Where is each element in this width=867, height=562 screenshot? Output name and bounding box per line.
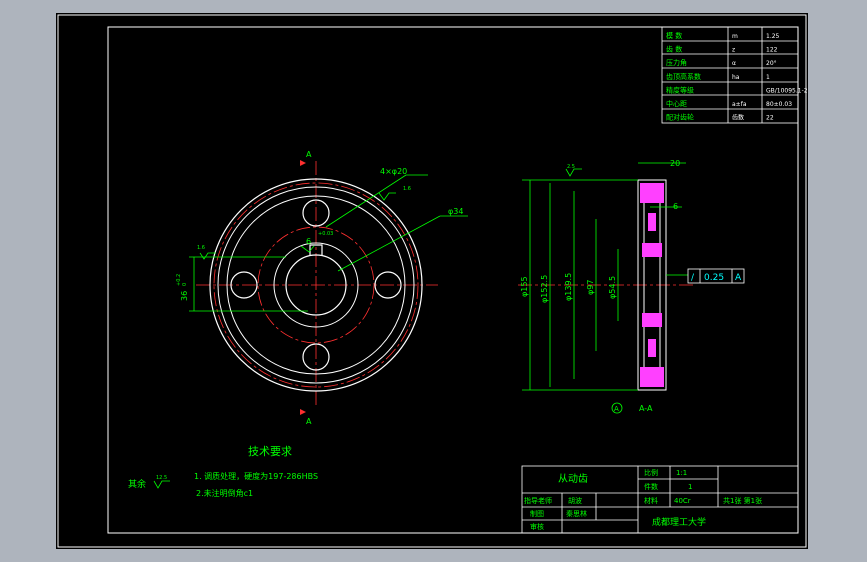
school-name: 成都理工大学	[652, 516, 706, 528]
roughness-front-left: 1.6	[197, 245, 205, 251]
section-mark-bottom: A	[306, 417, 312, 426]
section-arrow-top	[300, 160, 306, 166]
gear-rim-outline	[637, 179, 667, 391]
note-item-2: 2.未注明倒角c1	[196, 488, 253, 498]
note-item-1: 1. 调质处理，硬度为197-286HBS	[194, 471, 318, 481]
instructor-label: 指导老师	[524, 496, 552, 505]
runout-value: 0.25	[704, 273, 724, 283]
hub-tolerance-upper: +0.2	[176, 274, 182, 286]
dim-web: 6	[673, 202, 678, 211]
roughness-front-top: 1.6	[403, 186, 411, 192]
param-symbol-4: ha	[732, 74, 740, 81]
param-value-6: 80±0.03	[766, 101, 792, 108]
dim-outer-diameter: φ155	[520, 276, 529, 297]
gear-outer-circle	[209, 178, 423, 392]
hub-dimension: 36	[180, 291, 189, 301]
param-symbol-7: 齿数	[732, 114, 744, 122]
rest-roughness-value: 12.5	[156, 475, 167, 481]
drawer-label: 制图	[530, 509, 544, 518]
roughness-side: 2.5	[567, 164, 575, 170]
front-view: 4×φ20 φ34 6 +0.03 36 +0.2 0 1.6 1.6 A A	[176, 150, 468, 426]
material-value: 40Cr	[674, 497, 691, 505]
param-label-3: 压力角	[666, 58, 687, 67]
lightening-hole-right	[374, 271, 402, 299]
dim-root-diameter: φ139.5	[564, 273, 573, 301]
parameter-rows: 模 数 m 1.25 齿 数 z 122 压力角 α 20° 齿顶高系数 ha 1 精度等级 GB/100…	[666, 31, 808, 122]
drawer-name: 秦思林	[566, 509, 587, 518]
param-label-2: 齿 数	[666, 45, 682, 54]
rim-inner-circle	[226, 195, 406, 375]
scale-value: 1:1	[676, 469, 687, 477]
technical-notes: 技术要求 1. 调质处理，硬度为197-286HBS 2.未注明倒角c1 其余 …	[128, 445, 318, 498]
param-value-7: 22	[766, 115, 774, 122]
lightening-hole-top	[302, 199, 330, 227]
param-symbol-1: m	[732, 33, 738, 40]
section-arrow-bottom	[300, 409, 306, 415]
param-symbol-6: a±fa	[732, 101, 747, 108]
dim-pitch-diameter: φ152.5	[540, 275, 549, 303]
lightening-hole-bottom	[302, 343, 330, 371]
param-label-1: 模 数	[666, 31, 682, 40]
notes-title: 技术要求	[248, 445, 292, 458]
dim-width: 20	[670, 159, 680, 168]
param-value-5: GB/10095.1-2	[766, 87, 808, 94]
section-mark-top: A	[306, 150, 312, 159]
param-value-2: 122	[766, 47, 778, 54]
hub-tolerance-lower: 0	[182, 283, 188, 286]
param-value-1: 1.25	[766, 33, 780, 40]
param-symbol-3: α	[732, 60, 736, 67]
param-label-7: 配对齿轮	[666, 113, 694, 122]
title-block-text: 从动齿 比例 1:1 件数 1 材料 40Cr 共1张 第1张 指导老师 胡波 …	[524, 468, 762, 531]
title-block	[521, 465, 799, 534]
runout-datum: A	[735, 273, 742, 283]
param-value-3: 20°	[766, 60, 777, 67]
param-symbol-2: z	[732, 47, 735, 54]
material-label: 材料	[644, 496, 658, 505]
param-label-6: 中心距	[666, 99, 687, 108]
pitch-circle	[213, 182, 419, 388]
quantity-value: 1	[688, 483, 692, 491]
dim-hub-diameter: φ54.5	[608, 276, 617, 299]
instructor-name: 胡波	[568, 496, 582, 505]
hub-circle	[273, 242, 359, 328]
hole-callout: 4×φ20	[380, 167, 407, 176]
scale-label: 比例	[644, 468, 658, 477]
param-label-4: 齿顶高系数	[666, 72, 701, 81]
side-section-view: φ155 φ152.5 φ139.5 φ97 φ54.5 20 6 2.5 / …	[518, 159, 745, 414]
param-label-5: 精度等级	[666, 85, 694, 94]
datum-label: A	[614, 405, 619, 413]
root-circle	[217, 186, 415, 384]
rest-roughness-label: 其余	[128, 478, 146, 490]
section-hatching	[640, 183, 664, 387]
gear-parameter-table	[661, 26, 799, 124]
part-name: 从动齿	[558, 473, 588, 485]
runout-tolerance-frame: / 0.25 A	[687, 268, 745, 284]
quantity-label: 件数	[644, 482, 658, 491]
sheet-count: 共1张 第1张	[723, 496, 762, 505]
param-value-4: 1	[766, 74, 770, 81]
outer-border	[57, 14, 807, 548]
lightening-hole-left	[230, 271, 258, 299]
datum-symbol	[611, 402, 623, 414]
section-view-label: A-A	[639, 404, 653, 413]
bore-callout: φ34	[448, 207, 463, 216]
runout-symbol: /	[691, 273, 695, 283]
bore-circle	[285, 254, 347, 316]
keyway-tolerance: +0.03	[318, 231, 333, 237]
dim-rim-inner-diameter: φ97	[586, 280, 595, 295]
checker-label: 审核	[530, 522, 544, 531]
hole-pitch-circle	[257, 226, 375, 344]
inner-border	[107, 26, 799, 534]
keyway-dimension: 6	[306, 237, 311, 246]
